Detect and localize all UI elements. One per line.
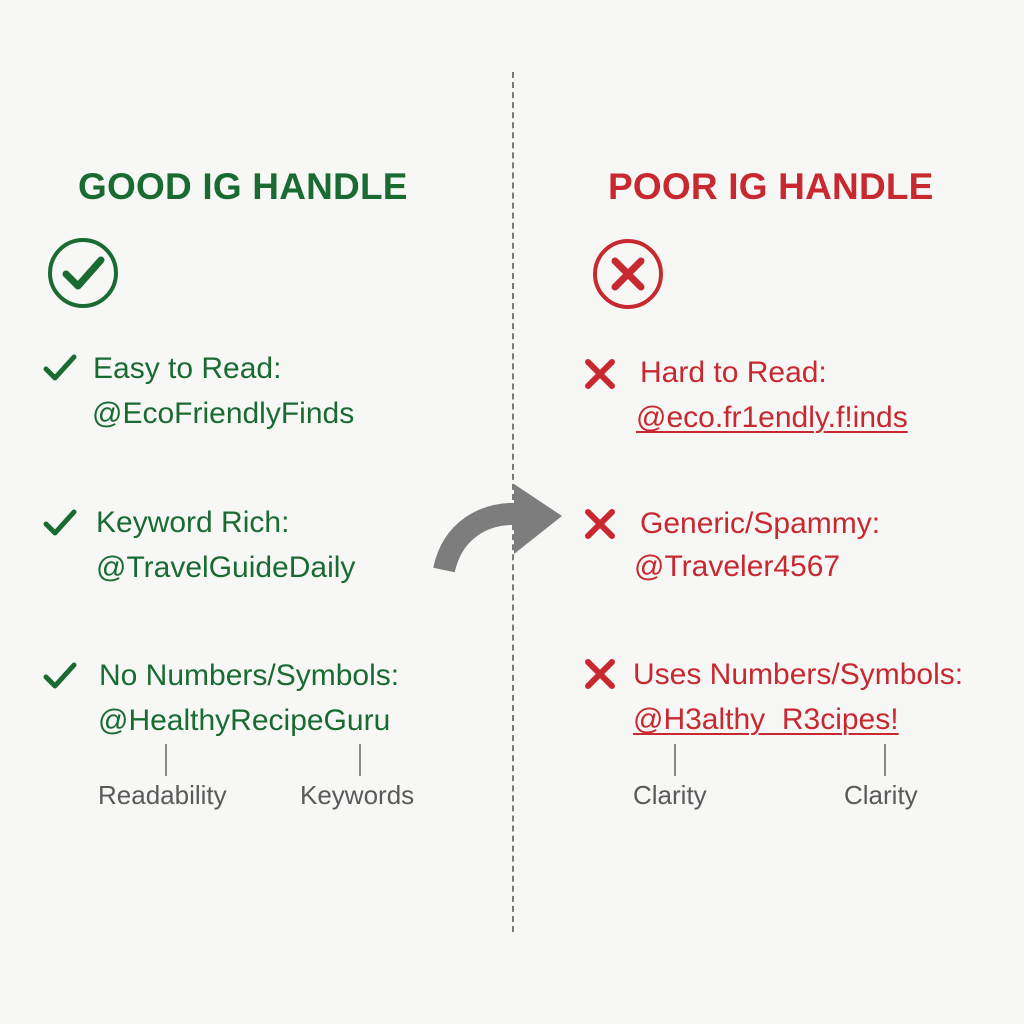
poor-heading: POOR IG HANDLE bbox=[608, 166, 934, 207]
check-circle-icon bbox=[48, 238, 118, 308]
caption-tick-line bbox=[165, 744, 167, 776]
good-item-label: No Numbers/Symbols: bbox=[99, 659, 400, 692]
x-icon bbox=[585, 509, 615, 539]
good-item-label: Easy to Read: bbox=[93, 352, 282, 385]
x-icon bbox=[585, 659, 615, 689]
curved-arrow-icon bbox=[433, 484, 562, 573]
poor-item-handle: @H3althy_R3cipes! bbox=[633, 703, 899, 736]
good-item-handle: @HealthyRecipeGuru bbox=[98, 704, 391, 737]
check-icon bbox=[43, 354, 77, 381]
x-circle-icon bbox=[593, 239, 663, 309]
poor-item-label: Hard to Read: bbox=[640, 356, 827, 389]
caption-keywords: Keywords bbox=[300, 780, 415, 810]
poor-item-handle: @eco.fr1endly.f!inds bbox=[636, 401, 908, 434]
caption-tick-line bbox=[884, 744, 886, 776]
check-icon bbox=[43, 662, 77, 689]
caption-tick-line bbox=[674, 744, 676, 776]
center-divider bbox=[512, 72, 514, 932]
good-item-handle: @EcoFriendlyFinds bbox=[92, 397, 355, 430]
caption-tick-line bbox=[359, 744, 361, 776]
good-heading: GOOD IG HANDLE bbox=[78, 166, 408, 207]
poor-item-handle: @Traveler4567 bbox=[634, 550, 841, 583]
x-icon bbox=[585, 359, 615, 389]
check-icon bbox=[43, 509, 77, 536]
poor-item-label: Generic/Spammy: bbox=[640, 507, 881, 540]
caption-readability: Readability bbox=[98, 780, 227, 810]
caption-clarity: Clarity bbox=[633, 780, 707, 810]
good-item-handle: @TravelGuideDaily bbox=[96, 551, 356, 584]
poor-item-label: Uses Numbers/Symbols: bbox=[633, 658, 964, 691]
good-item-label: Keyword Rich: bbox=[96, 506, 290, 539]
caption-clarity: Clarity bbox=[844, 780, 918, 810]
